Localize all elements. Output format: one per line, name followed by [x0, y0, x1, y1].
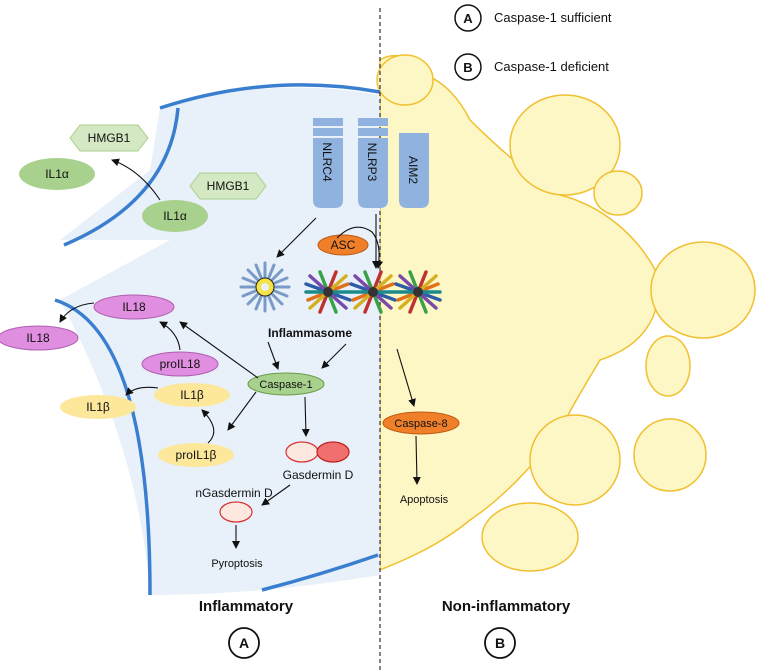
il18-out-label: IL18 [26, 331, 50, 345]
il1b-in-shape [154, 383, 230, 407]
legend-b-letter: B [463, 60, 472, 75]
pyroptotic-cytoplasm [60, 87, 380, 596]
arrow-gasdermin-to-ngasdermin [261, 484, 291, 506]
legend: A Caspase-1 sufficient B Caspase-1 defic… [454, 4, 612, 81]
proil1b-shape [158, 443, 234, 467]
gasdermin-d-label: Gasdermin D [283, 468, 354, 482]
arrow-proil1b-to-il1b [201, 409, 215, 444]
il1b-out-label: IL1β [86, 400, 110, 414]
hmgb1-in-label: HMGB1 [207, 179, 250, 193]
receptor-nlrp3-label: NLRP3 [365, 143, 379, 182]
il1b-in-label: IL1β [180, 388, 204, 402]
gasdermin-d-right [316, 441, 350, 463]
proil18-shape [141, 351, 219, 377]
bottom-b-letter: B [495, 635, 505, 651]
apoptotic-body-5 [645, 335, 691, 397]
legend-a-text: Caspase-1 sufficient [494, 10, 612, 25]
membrane-upper-left [63, 107, 180, 247]
il1a-out-shape [19, 158, 95, 190]
non-inflammatory-label: Non-inflammatory [442, 598, 571, 615]
arrow-asc-to-complex [336, 226, 384, 269]
arrow-il1b-out [125, 386, 159, 396]
arrow-il18-out [59, 302, 95, 323]
asc-node [317, 234, 369, 256]
apoptotic-body-8 [481, 502, 579, 572]
bottom-a-circle [228, 627, 260, 659]
il18-out-shape [0, 325, 79, 351]
caspase1-node [247, 372, 325, 396]
pyroptosis-label: Pyroptosis [211, 558, 263, 570]
il1a-in-shape [142, 200, 208, 232]
arrow-caspase8-to-apoptosis [412, 435, 421, 485]
caspase8-label: Caspase-8 [394, 418, 447, 430]
apoptotic-body-2 [509, 94, 621, 196]
il18-in-label: IL18 [122, 300, 146, 314]
proil1b-label: proIL1β [176, 448, 217, 462]
caspase1-label: Caspase-1 [259, 379, 312, 391]
receptor-nlrp3: NLRP3 [358, 118, 388, 208]
arrow-inflammasome-to-caspase1-left [267, 341, 280, 370]
receptor-nlrc4: NLRC4 [313, 118, 343, 208]
nlrp3-inflammasome-icon-3 [394, 270, 442, 314]
receptor-aim2-label: AIM2 [406, 156, 420, 184]
nlrp3-inflammasome-icon-1 [304, 270, 352, 314]
hmgb1-out-shape [69, 124, 149, 152]
bottom-b-circle [484, 627, 516, 659]
il1b-out-shape [60, 395, 136, 419]
proil18-label: proIL18 [160, 357, 201, 371]
gasdermin-d-left [285, 441, 319, 463]
arrow-complex-to-caspase8 [396, 348, 416, 407]
apoptotic-body-3 [593, 170, 643, 216]
il1a-out-label: IL1α [45, 167, 69, 181]
membrane-bottom [261, 553, 379, 592]
ngasdermin-d-node [219, 501, 253, 523]
il1a-in-label: IL1α [163, 209, 187, 223]
arrow-proil18-to-il18 [159, 321, 181, 351]
arrow-inflammasome-to-caspase1-right [321, 343, 347, 369]
nlrp3-inflammasome-icon-2 [349, 270, 397, 314]
hmgb1-out-label: HMGB1 [88, 131, 131, 145]
nlrc4-inflammasome-icon [239, 261, 291, 313]
receptor-nlrc4-label: NLRC4 [320, 142, 334, 182]
inflammatory-label: Inflammatory [199, 598, 294, 615]
inflammasome-label: Inflammasome [268, 326, 352, 340]
arrow-nlrc4-to-inflammasome [276, 217, 317, 258]
asc-label: ASC [331, 238, 356, 252]
receptor-aim2: AIM2 [399, 133, 429, 208]
apoptosis-label: Apoptosis [400, 494, 449, 506]
arrow-caspase1-to-gasdermin [301, 396, 310, 437]
hmgb1-in-shape [189, 172, 267, 200]
apoptotic-body-6 [529, 414, 621, 506]
apoptotic-body-7 [633, 418, 707, 492]
legend-a-circle [454, 4, 482, 32]
arrow-caspase1-to-proil1b [227, 391, 257, 431]
ngasdermin-d-label: nGasdermin D [195, 486, 273, 500]
legend-a-letter: A [463, 11, 473, 26]
apoptotic-body-1 [376, 54, 434, 106]
legend-b-circle [454, 53, 482, 81]
arrow-caspase1-to-il18 [179, 321, 259, 379]
bottom-a-letter: A [239, 635, 249, 651]
legend-b-text: Caspase-1 deficient [494, 59, 609, 74]
arrow-il1a-release [111, 158, 161, 201]
caspase8-node [382, 411, 460, 435]
membrane-top [159, 83, 381, 110]
apoptotic-body-4 [650, 241, 756, 339]
arrows [59, 158, 421, 549]
il18-in-shape [93, 294, 175, 320]
